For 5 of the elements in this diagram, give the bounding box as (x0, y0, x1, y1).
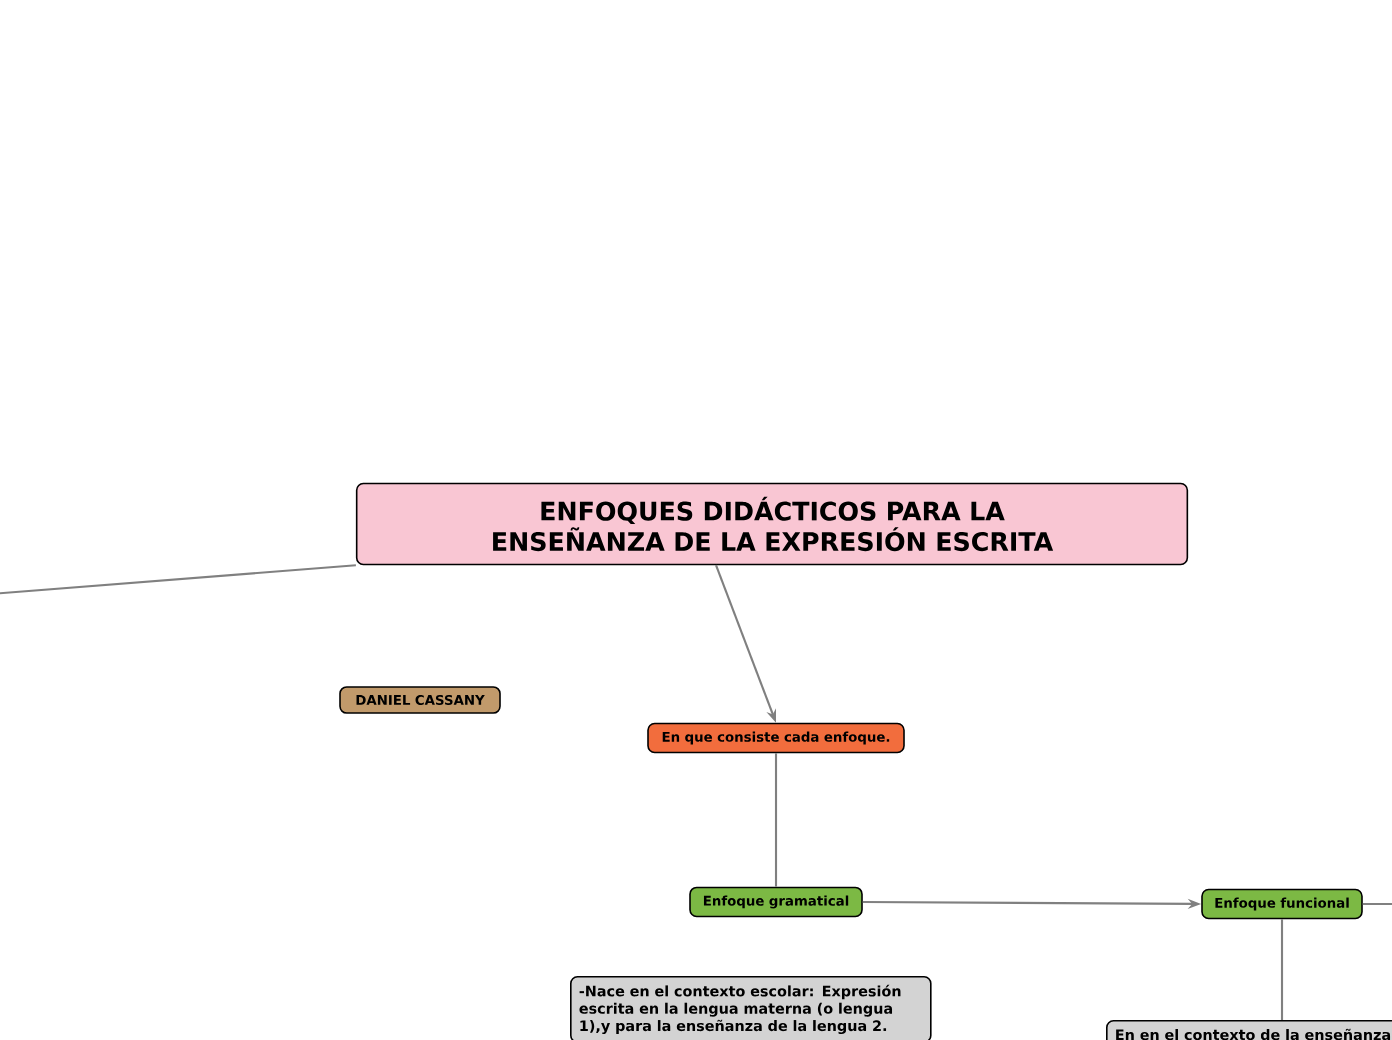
connector (0, 564, 356, 596)
connector (1362, 902, 1392, 906)
title: ENFOQUES DIDÁCTICOS PARA LA ENSEÑANZA DE LA EXPRESIÓN ESCRITA (355, 482, 1189, 566)
connector (774, 753, 778, 887)
connector (1280, 919, 1284, 1020)
